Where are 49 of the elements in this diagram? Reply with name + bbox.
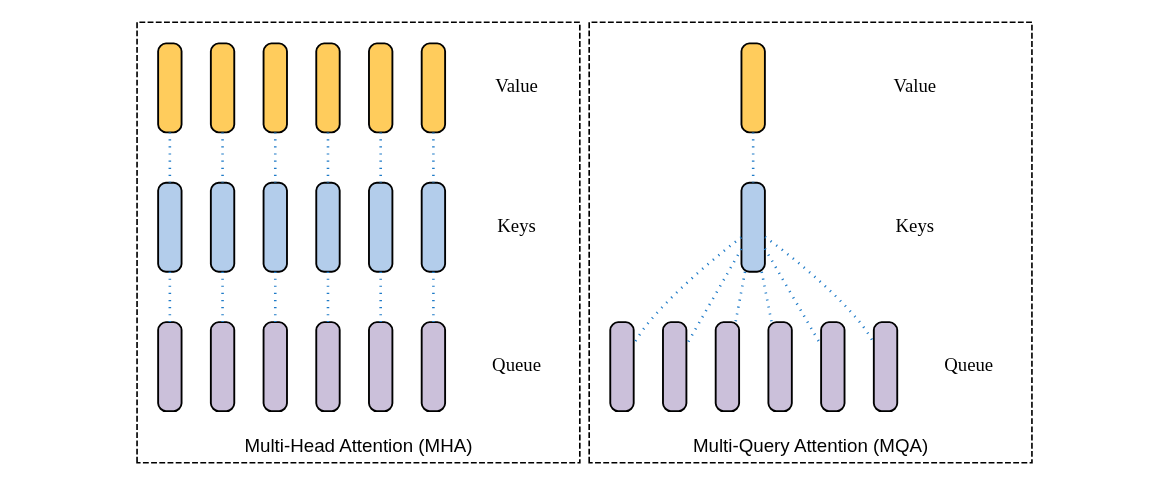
node-bar xyxy=(209,321,235,413)
node-bar xyxy=(714,321,740,413)
node-bar xyxy=(420,42,446,134)
node-bar xyxy=(740,181,766,273)
connector xyxy=(431,271,435,322)
node-bar xyxy=(420,181,446,273)
connector xyxy=(273,132,277,183)
connector xyxy=(378,132,382,183)
node-bar xyxy=(262,181,288,273)
connector xyxy=(273,271,277,322)
connector xyxy=(378,271,382,322)
node-bar xyxy=(608,321,635,413)
label: Queue xyxy=(491,354,541,376)
node-bar xyxy=(314,42,341,134)
connector xyxy=(220,132,224,183)
label: Value xyxy=(494,75,538,97)
node-bar xyxy=(367,42,393,134)
node-bar xyxy=(872,321,898,413)
connector xyxy=(326,132,329,183)
node-bar xyxy=(209,181,235,273)
node-bar xyxy=(156,42,182,134)
connector xyxy=(326,271,329,322)
node-bar xyxy=(420,321,446,413)
node-bar xyxy=(156,181,182,273)
connector xyxy=(632,236,742,345)
node-bar xyxy=(314,181,341,273)
connector xyxy=(168,132,171,183)
label: Value xyxy=(892,75,936,97)
node-bar xyxy=(262,42,288,134)
connector xyxy=(220,271,224,322)
node-bar xyxy=(819,321,845,413)
connector xyxy=(733,271,746,323)
connector xyxy=(431,132,435,183)
node-bar xyxy=(156,321,182,413)
node-bar xyxy=(367,321,393,413)
node-bar xyxy=(367,181,393,273)
connector xyxy=(168,271,171,322)
connector xyxy=(763,235,875,344)
label: Keys xyxy=(496,214,536,236)
label: Keys xyxy=(895,214,934,236)
label: Queue xyxy=(943,354,993,376)
node-bar xyxy=(766,321,793,413)
node-bar xyxy=(262,321,288,413)
node-bar xyxy=(740,42,766,134)
node-bar xyxy=(661,321,687,413)
node-bar xyxy=(209,42,235,134)
connector xyxy=(759,271,773,323)
connector xyxy=(751,132,754,183)
node-bar xyxy=(314,321,341,413)
